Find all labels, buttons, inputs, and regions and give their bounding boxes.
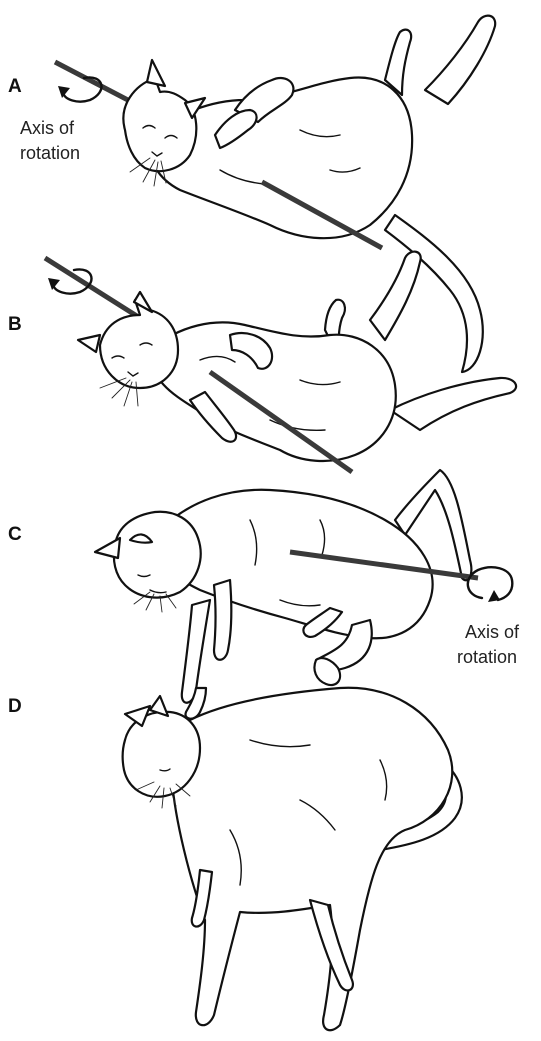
axis-label-top-line2: rotation (20, 143, 80, 163)
cat-b-body (150, 322, 396, 461)
cat-c-ear-left (95, 538, 120, 558)
panel-d: D (8, 658, 462, 1030)
cat-c-head (114, 512, 201, 598)
cat-a-head (123, 78, 196, 171)
axis-label-bottom-line1: Axis of (465, 622, 520, 642)
cat-c (95, 470, 471, 703)
cat-d-body (172, 688, 453, 1030)
cat-d (123, 688, 462, 1030)
rotation-arrow-c (468, 567, 512, 602)
rotation-arrow-c-curve (468, 567, 512, 600)
cat-a-hind-leg-right (425, 16, 495, 104)
panel-c: C Axis of rotation (8, 470, 520, 703)
cat-c-front-leg-right (214, 580, 231, 660)
cat-b-tail (390, 378, 516, 430)
axis-line-b-upper (45, 258, 140, 318)
cat-a (123, 16, 495, 372)
panel-label-a: A (8, 76, 22, 97)
cat-a-ear-left (147, 60, 165, 86)
panel-a: A (8, 16, 495, 372)
panel-label-b: B (8, 314, 22, 335)
rotation-arrow-c-head (488, 590, 500, 602)
axis-label-top-line1: Axis of (20, 118, 75, 138)
panel-label-d: D (8, 696, 22, 717)
cat-b-head (100, 300, 178, 388)
panel-label-c: C (8, 524, 22, 545)
cat-b-ear-left (78, 335, 100, 352)
axis-label-bottom-line2: rotation (457, 647, 517, 667)
cat-b-hind-leg-right (370, 252, 421, 340)
panel-b: B (8, 252, 516, 472)
